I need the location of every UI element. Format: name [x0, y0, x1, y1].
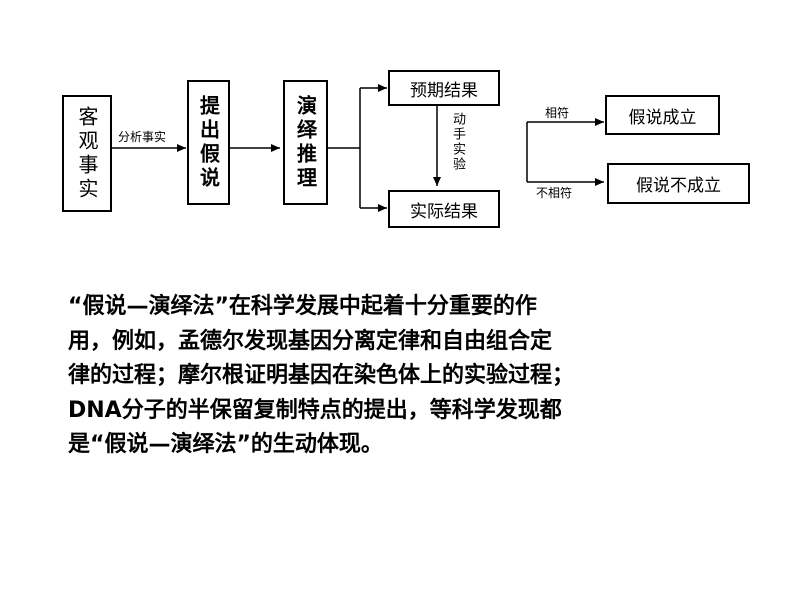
facts-box-text: 客观事实	[75, 105, 99, 202]
paragraph-line: 用，例如，孟德尔发现基因分离定律和自由组合定	[68, 328, 553, 354]
paragraph-line: “假说—演绎法”在科学发展中起着十分重要的作	[68, 294, 537, 319]
paragraph-line: 是“假说—演绎法”的生动体现。	[68, 432, 383, 457]
label-match: 相符	[545, 106, 570, 120]
expected-result-text: 预期结果	[410, 80, 478, 101]
hypothesis-established-text: 假说成立	[628, 107, 697, 128]
explanation-paragraph: “假说—演绎法”在科学发展中起着十分重要的作 用，例如，孟德尔发现基因分离定律和…	[68, 290, 688, 463]
label-analyze-facts: 分析事实	[118, 130, 167, 144]
label-experiment: 动手实验	[450, 112, 465, 172]
hypothesis-not-established-box: 假说不成立	[607, 163, 750, 204]
actual-result-box: 实际结果	[388, 190, 500, 228]
hypothesis-box: 提出假说	[187, 80, 230, 205]
hypothesis-box-text: 提出假说	[196, 94, 221, 191]
facts-box: 客观事实	[62, 95, 112, 212]
deduction-box-text: 演绎推理	[293, 94, 318, 191]
hypothesis-established-box: 假说成立	[605, 95, 720, 135]
expected-result-box: 预期结果	[388, 70, 500, 106]
deduction-box: 演绎推理	[283, 80, 328, 205]
paragraph-line: 律的过程；摩尔根证明基因在染色体上的实验过程；	[68, 363, 575, 388]
paragraph-line: DNA分子的半保留复制特点的提出，等科学发现都	[68, 397, 562, 423]
actual-result-text: 实际结果	[410, 201, 478, 222]
hypothesis-not-established-text: 假说不成立	[636, 176, 721, 196]
label-mismatch: 不相符	[536, 186, 573, 200]
